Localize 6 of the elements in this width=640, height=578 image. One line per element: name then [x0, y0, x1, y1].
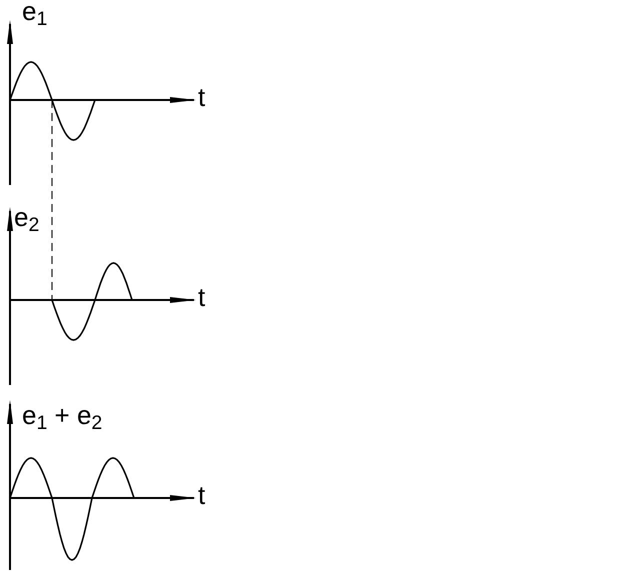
axis-label: e$_{1}$ — [22, 0, 48, 24]
axis-label: e$_{1}$ + e$_{2}$ — [22, 402, 102, 428]
axis-label: e$_{2}$ — [14, 204, 40, 230]
time-axis-label: t — [198, 284, 206, 310]
time-axis-label: t — [198, 482, 206, 508]
time-axis-label: t — [198, 84, 206, 110]
